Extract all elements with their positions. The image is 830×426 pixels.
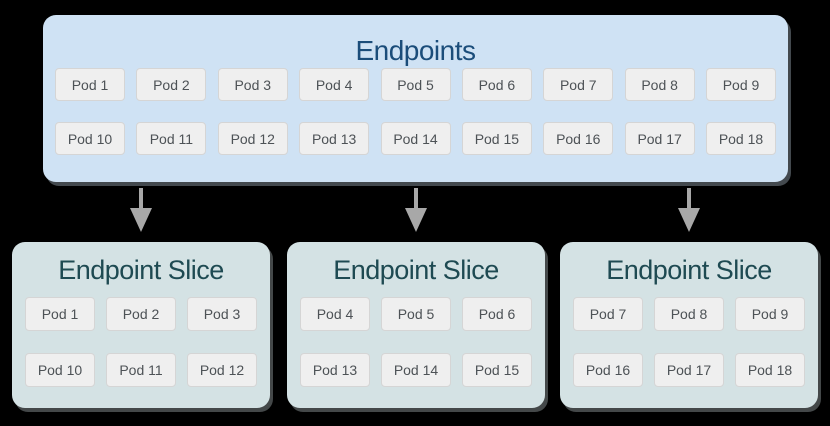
pod-box: Pod 13 <box>299 122 370 155</box>
endpoint-slice-title: Endpoint Slice <box>333 255 499 285</box>
pod-box: Pod 5 <box>380 68 451 101</box>
pod-box: Pod 17 <box>654 353 724 387</box>
pod-box: Pod 9 <box>735 297 805 331</box>
pod-box: Pod 8 <box>654 297 724 331</box>
pod-box: Pod 14 <box>380 122 451 155</box>
pod-box: Pod 16 <box>573 353 643 387</box>
slice-pod-row-2: Pod 13 Pod 14 Pod 15 <box>300 353 532 387</box>
pod-box: Pod 6 <box>461 68 532 101</box>
slice-pod-row-1: Pod 1 Pod 2 Pod 3 <box>25 297 257 331</box>
pod-box: Pod 4 <box>299 68 370 101</box>
pod-box: Pod 10 <box>55 122 125 155</box>
pod-box: Pod 3 <box>217 68 288 101</box>
endpoint-slice-box-1: Endpoint Slice Pod 1 Pod 2 Pod 3 Pod 10 … <box>12 242 270 408</box>
pod-box: Pod 10 <box>25 353 95 387</box>
pod-box: Pod 7 <box>573 297 643 331</box>
endpoints-box: Endpoints Pod 1 Pod 2 Pod 3 Pod 4 Pod 5 … <box>43 15 788 182</box>
pod-box: Pod 3 <box>187 297 257 331</box>
endpoints-title: Endpoints <box>355 35 476 66</box>
pod-box: Pod 9 <box>706 68 776 101</box>
pod-box: Pod 12 <box>217 122 288 155</box>
pod-box: Pod 7 <box>543 68 614 101</box>
slice-pod-row-2: Pod 16 Pod 17 Pod 18 <box>573 353 805 387</box>
down-arrow-icon <box>130 188 152 232</box>
slice-pod-row-1: Pod 4 Pod 5 Pod 6 <box>300 297 532 331</box>
pod-box: Pod 8 <box>624 68 695 101</box>
pod-box: Pod 12 <box>187 353 257 387</box>
pod-box: Pod 13 <box>300 353 370 387</box>
endpoint-slice-title: Endpoint Slice <box>606 255 772 285</box>
pod-box: Pod 6 <box>462 297 532 331</box>
pod-box: Pod 16 <box>543 122 614 155</box>
pod-box: Pod 1 <box>25 297 95 331</box>
pod-box: Pod 5 <box>381 297 451 331</box>
pod-box: Pod 2 <box>136 68 207 101</box>
slice-pod-row-2: Pod 10 Pod 11 Pod 12 <box>25 353 257 387</box>
pod-box: Pod 14 <box>381 353 451 387</box>
pod-box: Pod 17 <box>624 122 695 155</box>
endpoint-slice-box-2: Endpoint Slice Pod 4 Pod 5 Pod 6 Pod 13 … <box>287 242 545 408</box>
pod-box: Pod 11 <box>136 122 207 155</box>
pod-box: Pod 15 <box>462 353 532 387</box>
endpoints-pod-row-2: Pod 10 Pod 11 Pod 12 Pod 13 Pod 14 Pod 1… <box>55 122 776 155</box>
pod-box: Pod 11 <box>106 353 176 387</box>
pod-box: Pod 2 <box>106 297 176 331</box>
pod-box: Pod 18 <box>735 353 805 387</box>
pod-box: Pod 15 <box>461 122 532 155</box>
pod-box: Pod 18 <box>706 122 776 155</box>
endpoint-slice-box-3: Endpoint Slice Pod 7 Pod 8 Pod 9 Pod 16 … <box>560 242 818 408</box>
endpoint-slice-title: Endpoint Slice <box>58 255 224 285</box>
down-arrow-icon <box>405 188 427 232</box>
down-arrow-icon <box>678 188 700 232</box>
pod-box: Pod 1 <box>55 68 125 101</box>
pod-box: Pod 4 <box>300 297 370 331</box>
slice-pod-row-1: Pod 7 Pod 8 Pod 9 <box>573 297 805 331</box>
endpoints-pod-row-1: Pod 1 Pod 2 Pod 3 Pod 4 Pod 5 Pod 6 Pod … <box>55 68 776 101</box>
